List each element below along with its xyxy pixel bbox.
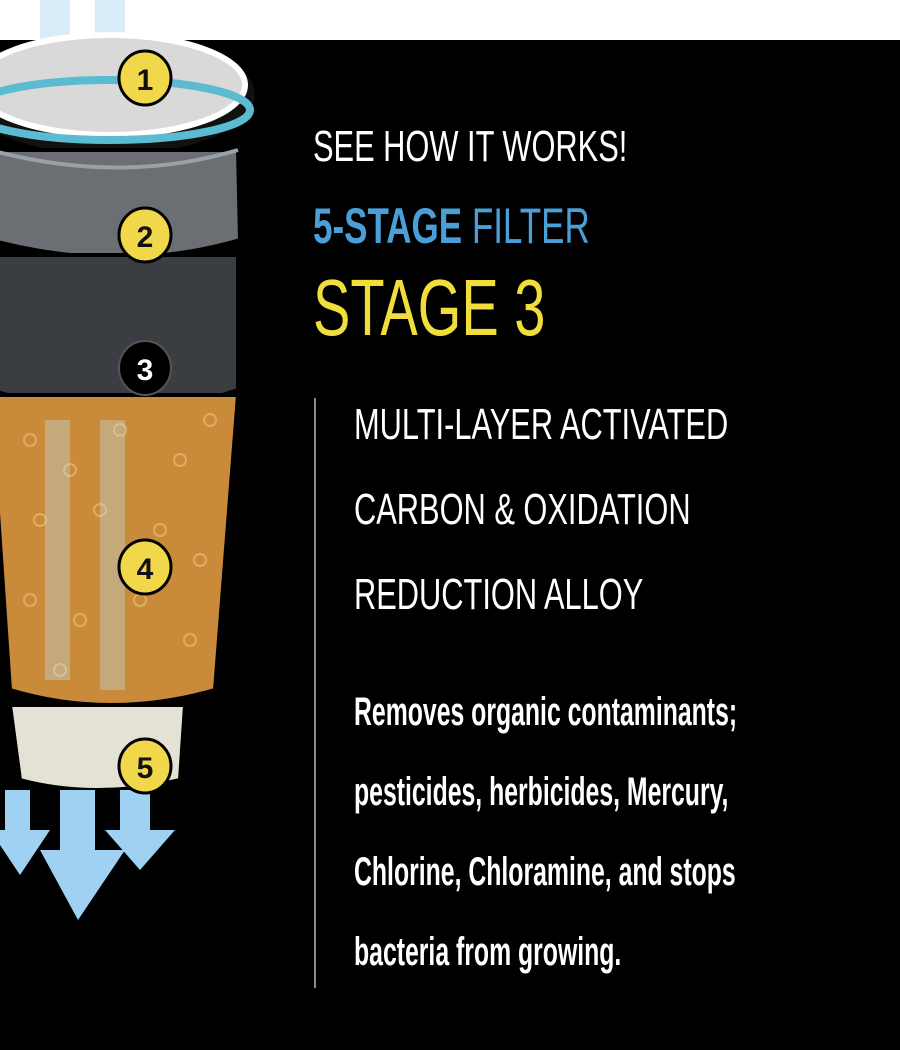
svg-text:3: 3 — [137, 354, 154, 387]
divider-line — [314, 398, 316, 988]
stage-badge-5: 5 — [117, 737, 173, 795]
stage-name-line: REDUCTION ALLOY — [354, 570, 644, 619]
top-white-strip — [0, 0, 900, 40]
subtitle-bold: 5-STAGE — [313, 198, 463, 254]
stage-badge-2: 2 — [117, 206, 173, 264]
svg-text:4: 4 — [137, 553, 154, 586]
description-line: pesticides, herbicides, Mercury, — [354, 770, 729, 814]
description-line: bacteria from growing. — [354, 930, 622, 974]
stage-name-line: CARBON & OXIDATION — [354, 485, 691, 534]
kicker-text: SEE HOW IT WORKS! — [313, 122, 628, 171]
stage-badge-1: 1 — [117, 49, 173, 107]
svg-text:2: 2 — [137, 221, 154, 254]
stage-badge-3-active: 3 — [118, 340, 172, 396]
subtitle-rest: FILTER — [462, 198, 590, 254]
stage-badge-4: 4 — [117, 538, 173, 596]
stage-name-line: MULTI-LAYER ACTIVATED — [354, 400, 729, 449]
description-line: Chlorine, Chloramine, and stops — [354, 850, 736, 894]
subtitle: 5-STAGE FILTER — [313, 197, 590, 255]
svg-text:5: 5 — [137, 752, 154, 785]
description-line: Removes organic contaminants; — [354, 690, 738, 734]
filter-illustration: 1 2 3 4 5 — [0, 0, 255, 920]
stage-title: STAGE 3 — [313, 263, 546, 352]
svg-text:1: 1 — [137, 64, 154, 97]
